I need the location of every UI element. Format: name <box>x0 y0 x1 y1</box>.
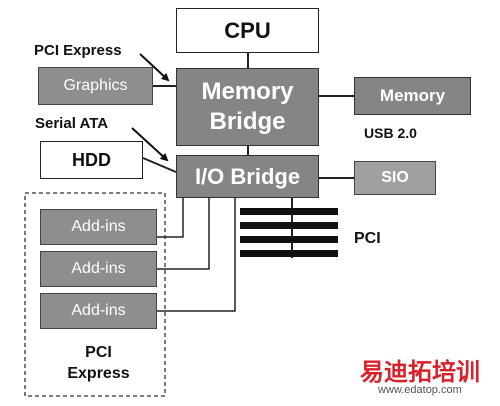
graphics-box: Graphics <box>38 67 153 105</box>
memory-label: Memory <box>379 86 446 105</box>
addins-label-1: Add-ins <box>71 218 126 235</box>
addin-wire-2 <box>157 198 210 270</box>
addin-wire-1 <box>157 198 184 238</box>
io-bridge-label: I/O Bridge <box>194 163 301 189</box>
sio-label: SIO <box>381 169 409 186</box>
memory-bridge-box: Memory Bridge <box>176 68 319 146</box>
pci-express-group-border <box>24 192 166 397</box>
pci-label: PCI <box>354 230 381 247</box>
usb-label: USB 2.0 <box>364 125 417 141</box>
pci-express-top-label: PCI Express <box>34 42 122 59</box>
addins-label-3: Add-ins <box>71 302 126 319</box>
pci-bar-1 <box>240 208 338 215</box>
memory-bridge-label: Memory Bridge <box>201 78 294 135</box>
pci-bar-4 <box>240 250 338 257</box>
addins-label-2: Add-ins <box>71 260 126 277</box>
pci-express-arrow <box>139 53 170 82</box>
pci-bar-2 <box>240 222 338 229</box>
pci-bar-3 <box>240 236 338 243</box>
cpu-box: CPU <box>176 8 319 53</box>
hdd-box: HDD <box>40 141 143 179</box>
memory-box: Memory <box>354 77 471 115</box>
watermark-cn: 易迪拓培训 <box>360 359 480 386</box>
pci-express-group-label: PCI Express <box>67 344 130 382</box>
watermark-url: www.edatop.com <box>378 384 462 396</box>
sio-box: SIO <box>354 161 436 195</box>
serial-ata-label: Serial ATA <box>35 115 109 132</box>
addins-box-1: Add-ins <box>40 209 157 245</box>
addins-box-3: Add-ins <box>40 293 157 329</box>
graphics-label: Graphics <box>63 77 128 94</box>
addin-wire-3 <box>157 198 236 312</box>
io-bridge-box: I/O Bridge <box>176 155 319 198</box>
cpu-label: CPU <box>224 17 271 43</box>
serial-ata-arrow <box>131 127 169 162</box>
hdd-link <box>142 157 177 173</box>
hdd-label: HDD <box>72 149 111 170</box>
addins-box-2: Add-ins <box>40 251 157 287</box>
